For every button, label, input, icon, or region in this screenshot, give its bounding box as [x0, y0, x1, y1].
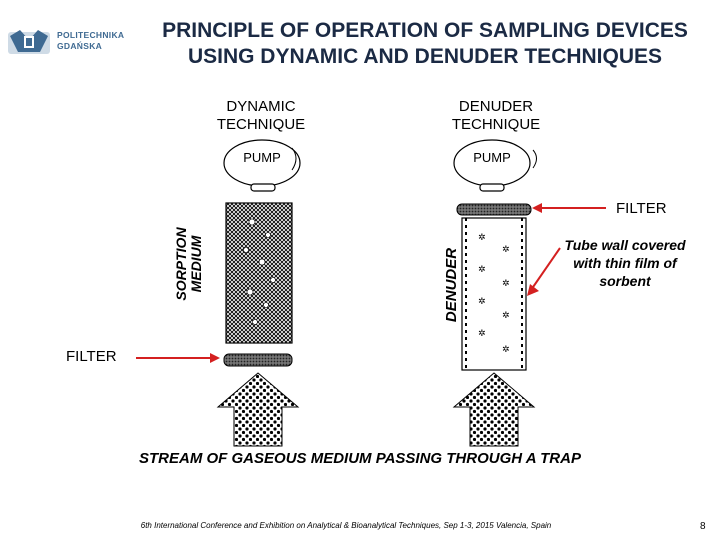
- eagle-emblem-icon: [8, 30, 50, 54]
- university-logo: [6, 22, 134, 62]
- svg-text:✲: ✲: [502, 279, 510, 289]
- svg-text:✲: ✲: [502, 311, 510, 321]
- svg-text:✲: ✲: [478, 265, 486, 275]
- gas-flow-arrow-right: [452, 372, 536, 447]
- svg-text:✲: ✲: [478, 297, 486, 307]
- tube-wall-note: Tube wall covered with thin film of sorb…: [555, 236, 695, 290]
- page-title: PRINCIPLE OF OPERATION OF SAMPLING DEVIC…: [130, 18, 720, 70]
- logo-line1: POLITECHNIKA: [57, 30, 125, 40]
- logo-text: POLITECHNIKA GDAŃSKA: [57, 30, 124, 52]
- arrow-to-filter-right: [532, 203, 606, 213]
- dynamic-label-line1: DYNAMIC: [226, 98, 296, 115]
- tube-note-line1: Tube wall covered: [564, 237, 686, 253]
- denuder-technique-label: DENUDER TECHNIQUE: [430, 98, 562, 134]
- denuder-label-line1: DENUDER: [458, 98, 534, 115]
- svg-text:✲: ✲: [502, 245, 510, 255]
- tube-note-line2: with thin film of: [573, 255, 677, 271]
- sorption-medium-label: SORPTION MEDIUM: [173, 209, 208, 319]
- sorption-tube: [225, 202, 293, 344]
- denuder-label-line2: TECHNIQUE: [451, 116, 541, 133]
- title-line2: USING DYNAMIC AND DENUDER TECHNIQUES: [187, 45, 663, 68]
- denuder-tube: ✲ ✲ ✲ ✲ ✲ ✲ ✲ ✲: [461, 217, 527, 371]
- sorption-line2: MEDIUM: [188, 235, 204, 293]
- pump-left-label: PUMP: [243, 150, 281, 165]
- conference-footer: 6th International Conference and Exhibit…: [140, 521, 552, 530]
- logo-line2: GDAŃSKA: [57, 41, 103, 51]
- stream-caption: STREAM OF GASEOUS MEDIUM PASSING THROUGH…: [139, 450, 581, 467]
- pump-left: [223, 139, 301, 192]
- svg-text:✲: ✲: [478, 329, 486, 339]
- sorption-line1: SORPTION: [173, 227, 189, 301]
- filter-left: [223, 353, 293, 367]
- arrow-to-tube-wall: [527, 247, 561, 296]
- title-line1: PRINCIPLE OF OPERATION OF SAMPLING DEVIC…: [162, 19, 688, 42]
- pump-right: [453, 139, 537, 192]
- denuder-vertical-label: DENUDER: [443, 247, 460, 323]
- gas-flow-arrow-left: [216, 372, 300, 447]
- svg-text:✲: ✲: [502, 345, 510, 355]
- filter-right-label: FILTER: [616, 200, 667, 217]
- filter-right: [456, 203, 532, 216]
- pump-right-label: PUMP: [473, 150, 511, 165]
- tube-note-line3: sorbent: [599, 273, 651, 289]
- dynamic-technique-label: DYNAMIC TECHNIQUE: [196, 98, 326, 134]
- svg-text:✲: ✲: [478, 233, 486, 243]
- page-number: 8: [700, 521, 706, 532]
- dynamic-label-line2: TECHNIQUE: [216, 116, 306, 133]
- arrow-to-filter-left: [136, 353, 220, 363]
- filter-left-label: FILTER: [66, 348, 117, 365]
